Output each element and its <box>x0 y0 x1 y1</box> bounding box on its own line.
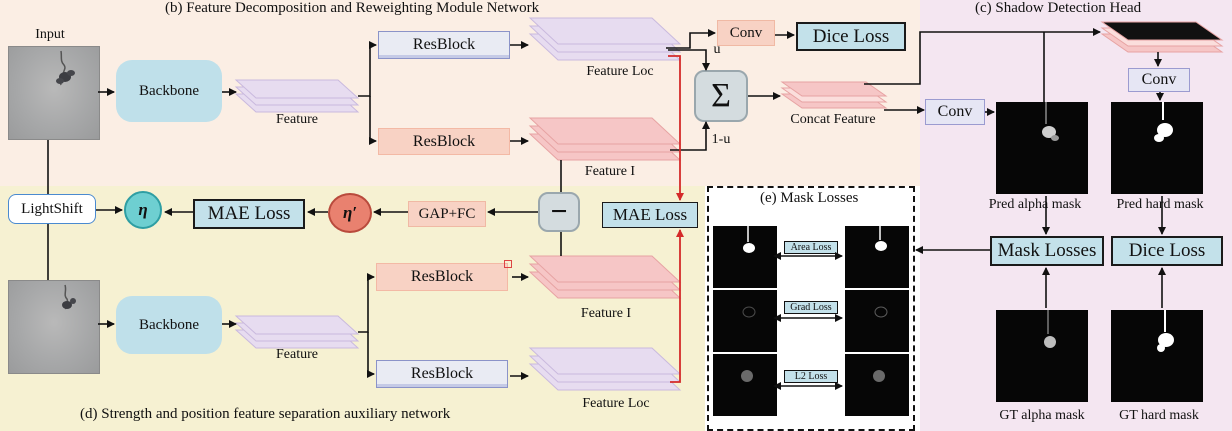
pred-hard-mask <box>1111 102 1203 194</box>
mask-pred-l2 <box>713 354 777 416</box>
title-shadow-detection-head: (c) Shadow Detection Head <box>975 0 1142 16</box>
pred-hard-label: Pred hard mask <box>1116 197 1204 212</box>
gt-alpha-shape <box>1044 310 1056 348</box>
backbone-bottom: Backbone <box>116 296 222 354</box>
mae-loss-left: MAE Loss <box>193 199 305 229</box>
output-feature-stack <box>1100 21 1224 53</box>
mask-losses-box: Mask Losses <box>990 236 1104 266</box>
title-mask-losses: (e) Mask Losses <box>760 190 859 206</box>
feature-i-bottom-label: Feature I <box>580 306 632 321</box>
pred-alpha-mask <box>996 102 1088 194</box>
gap-fc-box: GAP+FC <box>408 201 486 227</box>
mae-loss-right: MAE Loss <box>602 202 698 228</box>
red-loss-connectors <box>668 55 684 383</box>
mask-pred-area <box>713 226 777 288</box>
pred-hard-shape <box>1154 102 1173 142</box>
input-label: Input <box>35 27 65 42</box>
shadow-plant-graphic-bottom <box>62 284 76 310</box>
title-decomposition-module: (b) Feature Decomposition and Reweightin… <box>165 0 540 16</box>
mask-gt-l2 <box>845 354 909 416</box>
mask-gt-area-shape <box>875 226 887 251</box>
feature-bottom-label: Feature <box>276 347 318 362</box>
feature-loc-top-label: Feature Loc <box>586 64 654 79</box>
conv-box-concat: Conv <box>925 99 985 125</box>
lightshift-box: LightShift <box>8 194 96 224</box>
concat-feature-label: Concat Feature <box>790 112 876 127</box>
feature-loc-stack-top <box>528 17 682 61</box>
mask-pred-grad <box>713 290 777 352</box>
conv-box-top: Conv <box>717 20 775 46</box>
dice-loss-top: Dice Loss <box>796 22 906 51</box>
feature-stack-bottom <box>234 315 360 349</box>
sum-operator: Σ <box>694 70 748 122</box>
feature-loc-stack-bottom <box>528 347 682 391</box>
mask-gt-grad <box>845 290 909 352</box>
small-square-icon <box>504 260 512 268</box>
mask-pred-l2-shape <box>741 370 753 382</box>
lightshift-image <box>8 280 100 374</box>
grad-loss-tag: Grad Loss <box>784 301 838 314</box>
eta-node: η <box>124 191 162 229</box>
resblock-bottom-lower: ResBlock <box>376 360 508 388</box>
shadow-plant-graphic <box>56 50 75 86</box>
backbone-top: Backbone <box>116 60 222 122</box>
gt-alpha-mask <box>996 310 1088 402</box>
gt-hard-label: GT hard mask <box>1119 408 1199 423</box>
u-label: u <box>713 42 721 57</box>
pred-alpha-shape <box>1042 102 1059 141</box>
dice-loss-head: Dice Loss <box>1111 236 1223 266</box>
feature-i-stack-bottom <box>528 255 682 299</box>
mask-pred-area-shape <box>743 226 755 253</box>
gt-alpha-label: GT alpha mask <box>999 408 1085 423</box>
feature-i-stack-top <box>528 117 682 161</box>
input-image <box>8 46 100 140</box>
eta-prime-node: η′ <box>328 193 372 233</box>
resblock-top-lower: ResBlock <box>378 128 510 155</box>
conv-box-head: Conv <box>1128 68 1190 92</box>
gt-hard-shape <box>1157 310 1174 352</box>
one-minus-u-label: 1-u <box>711 132 731 147</box>
feature-stack-top <box>234 79 360 113</box>
mask-gt-l2-shape <box>873 370 885 382</box>
mask-gt-grad-shape <box>874 306 888 318</box>
connector-lines <box>47 28 1166 390</box>
mask-gt-area <box>845 226 909 288</box>
resblock-bottom-upper: ResBlock <box>376 263 508 291</box>
gt-hard-mask <box>1111 310 1203 402</box>
feature-top-label: Feature <box>276 112 318 127</box>
minus-operator: − <box>538 192 580 232</box>
title-auxiliary-network: (d) Strength and position feature separa… <box>80 406 451 422</box>
mask-pred-grad-shape <box>742 306 756 318</box>
feature-i-top-label: Feature I <box>584 164 636 179</box>
resblock-top-upper: ResBlock <box>378 31 510 59</box>
pred-alpha-label: Pred alpha mask <box>988 197 1082 212</box>
concat-feature-stack <box>780 81 888 109</box>
feature-loc-bottom-label: Feature Loc <box>582 396 650 411</box>
